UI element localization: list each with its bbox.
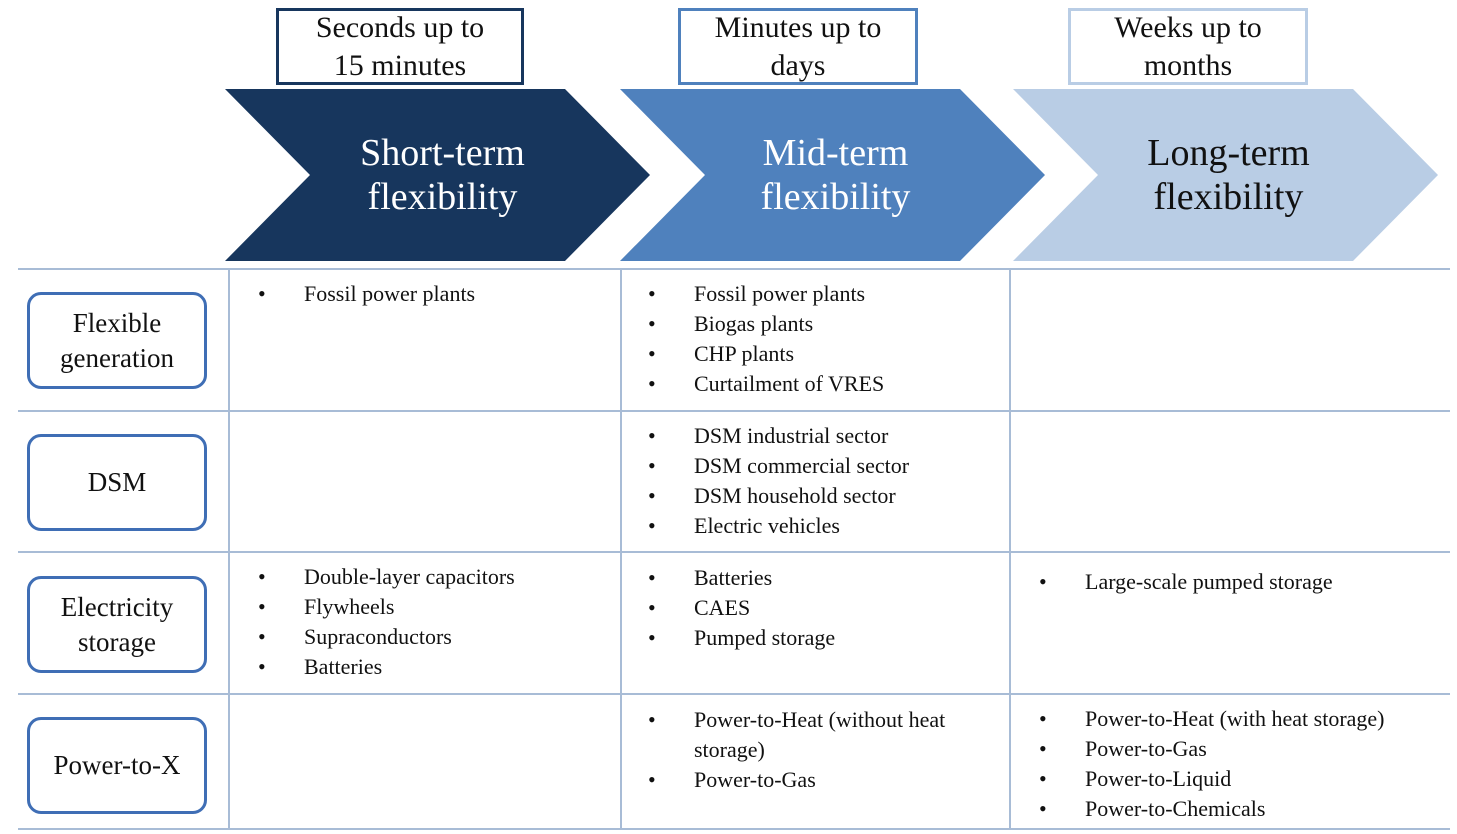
row-label-power-to-x: Power-to-X: [27, 717, 207, 814]
timescale-box-long: Weeks up to months: [1068, 8, 1308, 85]
timescale-box-mid: Minutes up to days: [678, 8, 918, 85]
cell-flexible-generation-mid: Fossil power plants Biogas plants CHP pl…: [638, 279, 1000, 399]
chevron-short-term-label: Short-term flexibility: [360, 132, 525, 218]
grid-line-col2: [620, 268, 622, 830]
grid-line-bottom: [18, 828, 1450, 830]
list-item: DSM commercial sector: [638, 451, 1000, 481]
cell-electricity-storage-long: Large-scale pumped storage: [1029, 567, 1444, 597]
cell-dsm-mid: DSM industrial sector DSM commercial sec…: [638, 421, 1000, 541]
row-label-dsm: DSM: [27, 434, 207, 531]
chevron-long-term-label: Long-term flexibility: [1147, 132, 1310, 218]
list-item: Double-layer capacitors: [248, 562, 613, 592]
grid-line-col3: [1009, 268, 1011, 830]
grid-line-row1: [18, 410, 1450, 412]
chevron-mid-term-label: Mid-term flexibility: [760, 132, 911, 218]
list-item: Supraconductors: [248, 622, 613, 652]
list-item: Fossil power plants: [638, 279, 1000, 309]
timescale-box-short: Seconds up to 15 minutes: [276, 8, 524, 85]
grid-line-top: [18, 268, 1450, 270]
list-item: Power-to-Gas: [1029, 734, 1444, 764]
list-item: Large-scale pumped storage: [1029, 567, 1444, 597]
cell-power-to-x-mid: Power-to-Heat (without heat storage) Pow…: [638, 705, 1000, 795]
list-item: Batteries: [638, 563, 1000, 593]
list-item: CHP plants: [638, 339, 1000, 369]
chevron-short-term: [225, 89, 650, 261]
chevron-long-term: [1013, 89, 1438, 261]
cell-electricity-storage-short: Double-layer capacitors Flywheels Suprac…: [248, 562, 613, 682]
list-item: CAES: [638, 593, 1000, 623]
list-item: Fossil power plants: [248, 279, 613, 309]
grid-line-col1: [228, 268, 230, 830]
list-item: Curtailment of VRES: [638, 369, 1000, 399]
list-item: Flywheels: [248, 592, 613, 622]
cell-electricity-storage-mid: Batteries CAES Pumped storage: [638, 563, 1000, 653]
list-item: DSM household sector: [638, 481, 1000, 511]
list-item: Biogas plants: [638, 309, 1000, 339]
grid-line-row3: [18, 693, 1450, 695]
list-item: DSM industrial sector: [638, 421, 1000, 451]
grid-line-row2: [18, 551, 1450, 553]
list-item: Power-to-Heat (without heat storage): [638, 705, 1000, 765]
list-item: Power-to-Gas: [638, 765, 1000, 795]
list-item: Power-to-Heat (with heat storage): [1029, 704, 1444, 734]
row-label-electricity-storage: Electricity storage: [27, 576, 207, 673]
chevron-mid-term: [620, 89, 1045, 261]
list-item: Batteries: [248, 652, 613, 682]
list-item: Power-to-Liquid: [1029, 764, 1444, 794]
list-item: Electric vehicles: [638, 511, 1000, 541]
list-item: Power-to-Chemicals: [1029, 794, 1444, 824]
cell-flexible-generation-short: Fossil power plants: [248, 279, 613, 309]
row-label-flexible-generation: Flexible generation: [27, 292, 207, 389]
list-item: Pumped storage: [638, 623, 1000, 653]
cell-power-to-x-long: Power-to-Heat (with heat storage) Power-…: [1029, 704, 1444, 824]
